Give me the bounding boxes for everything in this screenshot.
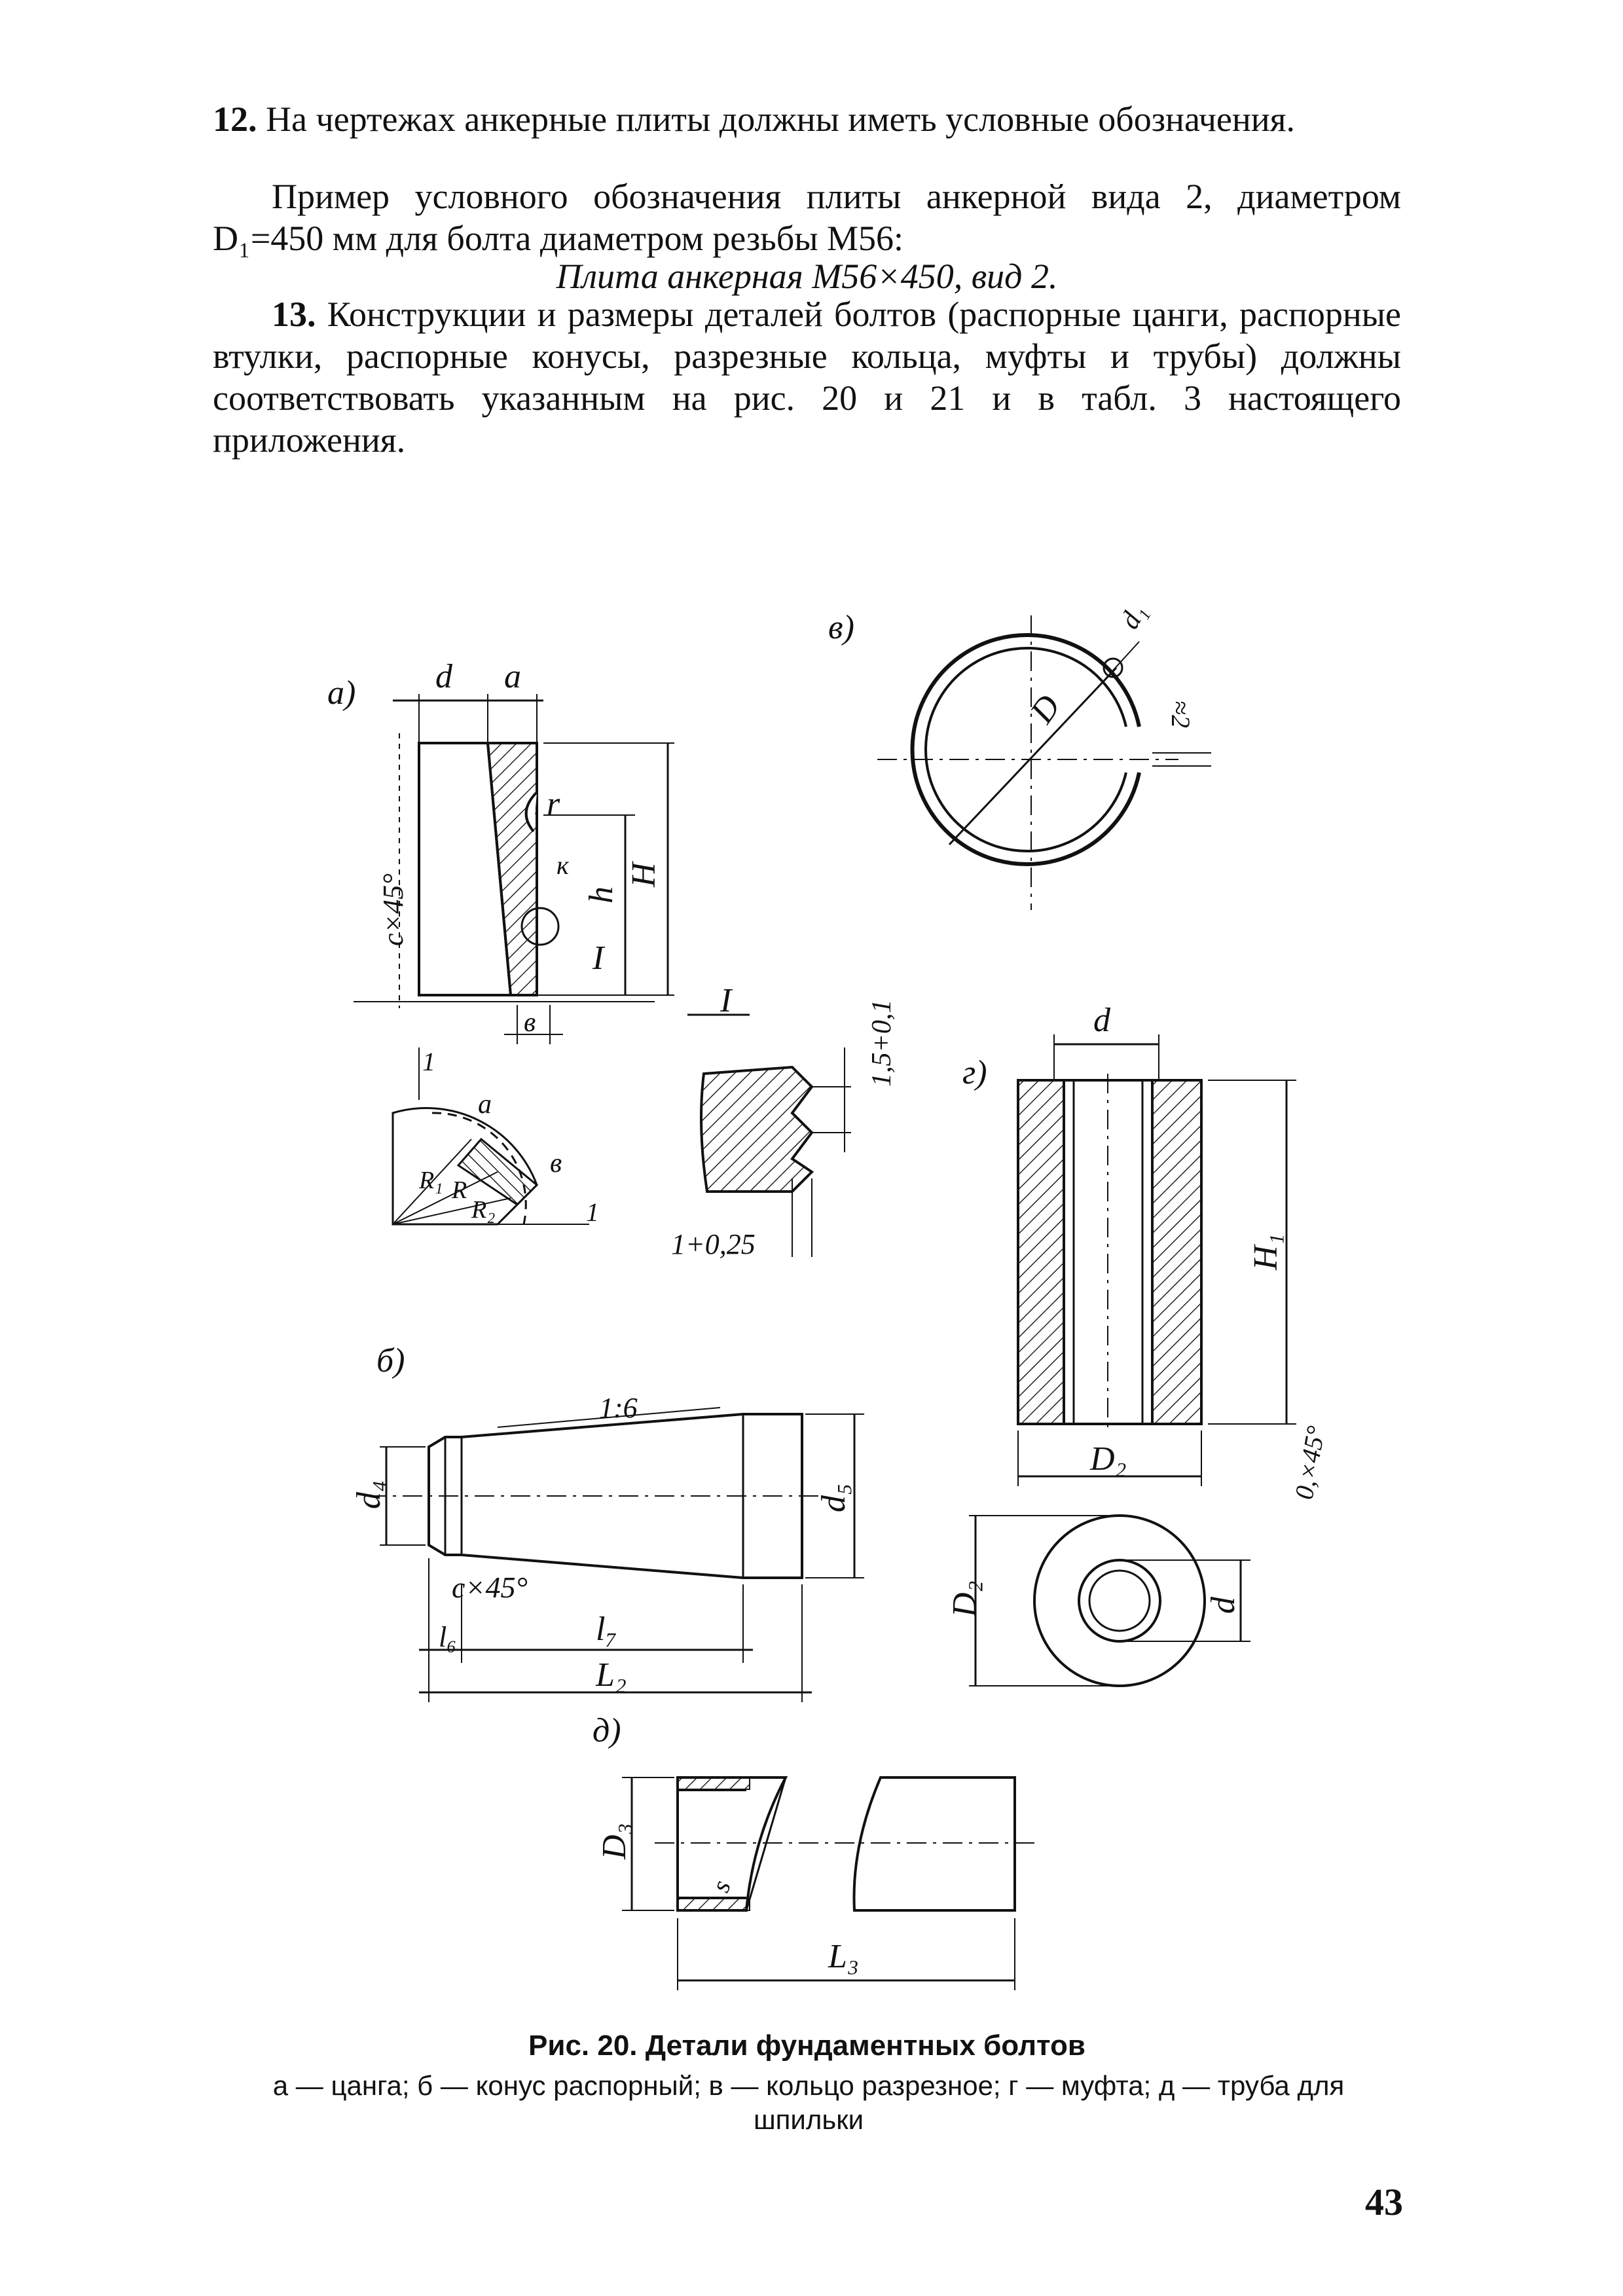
paragraph-12: 12. На чертежах анкерные плиты должны им… [213, 98, 1401, 140]
dim-d-D3: D₃ [596, 1823, 633, 1860]
dim-b-taper: 1:6 [599, 1392, 638, 1424]
view-g-coupling: г) d H₁ D₂ 0,×45° D₂ d [946, 1002, 1331, 1687]
label-view-a: а) [327, 674, 356, 712]
dim-b-d4: d₄ [350, 1480, 388, 1509]
dim-plan-1-top: 1 [422, 1047, 435, 1076]
dim-b-l7: l₇ [596, 1611, 617, 1648]
dim-g-chamfer: 0,×45° [1289, 1423, 1331, 1501]
detail-I: I 1,5+0,1 1+0,25 [671, 982, 897, 1260]
dim-a-h: h [583, 886, 620, 903]
dim-b-d5: d₅ [815, 1484, 852, 1512]
view-b-cone: б) 1:6 d₄ d₅ c×45° l₆ l₇ L₂ [350, 1342, 864, 1702]
view-d-tube: д) D₃ s L₃ [593, 1712, 1034, 1990]
dim-plan-b: в [550, 1148, 562, 1178]
label-view-d: д) [593, 1712, 621, 1749]
dim-g-D2-end: D₂ [946, 1580, 983, 1618]
figure-caption-legend: а — цанга; б — конус распорный; в — коль… [272, 2070, 1345, 2135]
view-a-collet: а) d a r к H h I в c×45° [327, 658, 674, 1044]
dim-groove-width: 1+0,25 [671, 1228, 756, 1260]
page-number: 43 [1365, 2181, 1403, 2223]
label-detail-I: I [720, 982, 733, 1019]
dim-d-L3: L₃ [828, 1938, 859, 1975]
dim-a-d: d [435, 658, 453, 695]
label-view-v: в) [828, 609, 854, 646]
dim-plan-a: a [478, 1089, 492, 1120]
dim-a-k: к [556, 850, 569, 880]
dim-groove-depth: 1,5+0,1 [867, 1000, 897, 1087]
dim-v-gap: ≈2 [1166, 701, 1195, 728]
dim-a-H: H [625, 861, 663, 888]
figure-caption-title: Рис. 20. Детали фундаментных болтов [528, 2030, 1085, 2062]
dim-b-L2: L₂ [595, 1656, 627, 1694]
designation-example: Плита анкерная М56×450, вид 2. [556, 257, 1058, 296]
dim-plan-R: R [451, 1176, 467, 1204]
dim-g-d: d [1093, 1002, 1111, 1039]
label-view-b: б) [376, 1342, 405, 1379]
dim-plan-R2: R₂ [471, 1196, 495, 1224]
paragraph-12-text: На чертежах анкерные плиты должны иметь … [257, 100, 1296, 139]
dim-b-chamfer: c×45° [452, 1571, 528, 1604]
dim-v-D: D [1023, 688, 1068, 730]
dim-a-b: в [524, 1008, 536, 1038]
dim-a-r: r [547, 786, 560, 823]
dim-g-H1: H₁ [1247, 1233, 1285, 1271]
dim-v-d1: d₁ [1114, 599, 1152, 634]
dim-d-s: s [705, 1876, 737, 1896]
dim-g-D2: D₂ [1089, 1440, 1127, 1478]
paragraph-13: 13. Конструкции и размеры деталей болтов… [213, 293, 1401, 461]
dim-a-cx45: c×45° [377, 873, 409, 946]
paragraph-13-number: 13. [272, 295, 316, 334]
paragraph-example-text: Пример условного обозначения плиты анкер… [213, 177, 1401, 258]
paragraph-12-number: 12. [213, 100, 257, 139]
view-v-ring: в) D d₁ ≈2 [828, 599, 1211, 910]
label-view-g: г) [962, 1054, 987, 1091]
dim-a-a: a [504, 658, 521, 695]
dim-a-I: I [592, 939, 606, 977]
view-a-plan: 1 a в R₁ R R₂ 1 [392, 1047, 599, 1227]
paragraph-13-text: Конструкции и размеры деталей болтов (ра… [213, 295, 1401, 460]
dim-g-d-end: d [1205, 1596, 1242, 1614]
dim-b-l6: l₆ [439, 1621, 457, 1653]
paragraph-example: Пример условного обозначения плиты анкер… [213, 175, 1401, 259]
dim-plan-R1: R₁ [418, 1167, 443, 1194]
dim-plan-1-side: 1 [586, 1197, 599, 1227]
